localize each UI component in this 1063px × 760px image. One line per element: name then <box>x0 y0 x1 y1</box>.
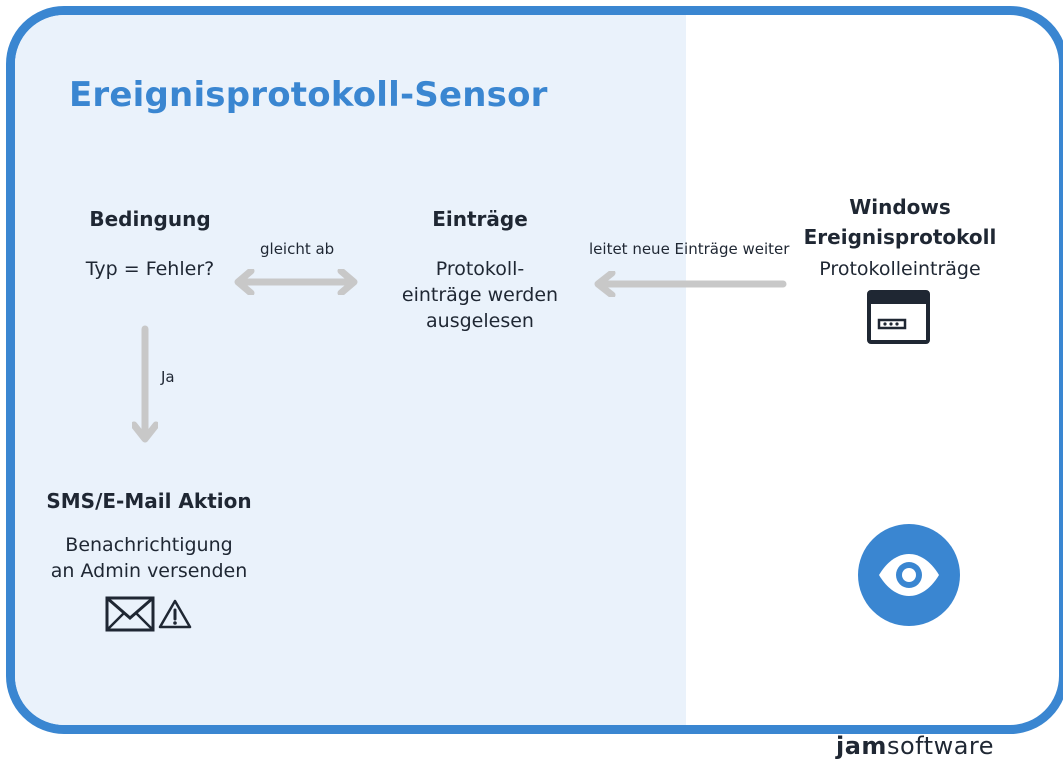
eye-icon <box>858 524 960 630</box>
condition-text: Typ = Fehler? <box>85 258 215 280</box>
page-title: Ereignisprotokoll-Sensor <box>69 75 548 115</box>
entries-text: Protokoll- einträge werden ausgelesen <box>380 256 580 334</box>
entries-line: ausgelesen <box>426 310 534 332</box>
warning-triangle-icon <box>158 598 192 634</box>
terminal-window-icon <box>867 290 930 348</box>
condition-heading: Bedingung <box>89 207 211 231</box>
envelope-icon <box>105 596 155 636</box>
entries-line: Protokoll- <box>435 258 525 280</box>
entries-heading: Einträge <box>432 207 528 231</box>
yes-label: Ja <box>161 368 175 386</box>
action-heading: SMS/E-Mail Aktion <box>46 489 252 513</box>
windows-text: Protokolleinträge <box>819 258 981 280</box>
action-line: an Admin versenden <box>50 560 248 582</box>
double-arrow <box>225 269 367 295</box>
action-text: Benachrichtigung an Admin versenden <box>39 532 259 584</box>
compare-label: gleicht ab <box>260 240 335 258</box>
brand-logo: jamsoftware <box>836 732 994 760</box>
windows-heading-line: Ereignisprotokoll <box>803 225 997 249</box>
down-arrow <box>132 325 158 445</box>
forward-label: leitet neue Einträge weiter <box>589 240 790 258</box>
windows-heading-line: Windows <box>849 195 951 219</box>
sensor-panel <box>15 15 686 725</box>
action-line: Benachrichtigung <box>65 534 233 556</box>
sensor-card: Ereignisprotokoll-Sensor Bedingung Typ =… <box>6 6 1063 734</box>
windows-heading: Windows Ereignisprotokoll <box>800 192 1000 252</box>
forward-arrow <box>585 271 787 297</box>
brand-part-software: software <box>886 732 995 760</box>
brand-part-jam: jam <box>836 732 887 760</box>
entries-line: einträge werden <box>401 284 559 306</box>
